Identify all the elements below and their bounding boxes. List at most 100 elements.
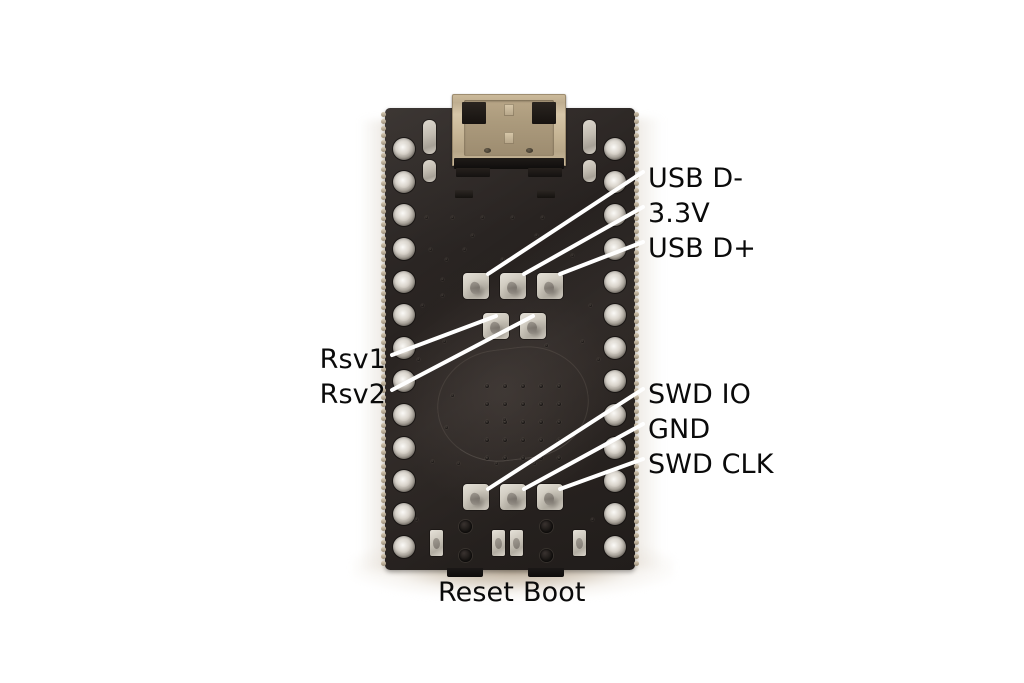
boot-hole-top [540,520,553,533]
label-gnd: GND [648,414,711,445]
header-hole-right-6 [604,304,626,326]
via [503,384,507,388]
header-hole-right-5 [604,270,626,293]
via [533,462,536,465]
via [503,438,507,442]
header-hole-right-2 [604,171,626,194]
via [557,384,561,388]
boot-tab [528,568,564,577]
pad-swd-clk [537,484,563,510]
via [521,402,525,406]
smd-component-right [537,190,555,198]
via [535,234,538,237]
via [571,216,574,219]
via [485,456,489,460]
pad-rsv1 [483,313,509,339]
header-hole-right-10 [604,436,626,459]
usb-base [454,158,564,169]
via [557,420,561,424]
via [545,344,548,347]
header-hole-right-9 [604,403,626,426]
label-swd-io: SWD IO [648,379,752,410]
header-hole-left-12 [393,503,415,526]
via [441,294,444,297]
label-reset: Reset [438,577,514,608]
usb-tab-left [462,102,486,124]
via [539,384,543,388]
via [511,216,514,219]
via [503,456,507,460]
via [557,402,561,406]
via [481,216,484,219]
via [445,426,448,429]
pad-swd-io [463,484,489,510]
via [521,456,525,460]
smd-component-left [455,190,473,198]
header-hole-right-13 [604,536,626,559]
header-hole-right-3 [604,204,626,227]
usb-foot-left [456,168,490,177]
via [539,438,543,442]
usb-pin-left [484,148,491,153]
usb-shield-pad-right-top [583,120,596,154]
label-usb-d-plus: USB D+ [648,233,757,264]
header-hole-left-7 [393,337,415,360]
via [417,358,420,361]
header-hole-right-11 [604,470,626,492]
via [521,384,525,388]
via [589,304,592,307]
header-hole-right-4 [604,237,626,260]
via [485,402,489,406]
header-hole-left-1 [393,138,415,160]
header-hole-left-5 [393,270,415,293]
label-usb-d-minus: USB D- [648,163,744,194]
via [597,358,600,361]
via [539,456,543,460]
bottom-pad-1 [430,530,443,556]
via [539,420,543,424]
via [415,518,418,521]
pcb-board [381,94,639,577]
via [445,258,448,261]
via [421,304,424,307]
via [429,248,432,251]
via [503,418,506,421]
header-hole-left-3 [393,204,415,227]
usb-shield-pad-left-top [423,120,436,154]
via [485,384,489,388]
via [451,216,454,219]
usb-notch-top [504,104,514,116]
usb-foot-right [528,168,562,177]
via [443,340,446,343]
via [485,438,489,442]
reset-hole-bot [459,549,472,562]
via [441,278,444,281]
pad-gnd [500,484,526,510]
via [495,462,498,465]
board-copper-arc [430,339,596,469]
via [457,462,460,465]
header-hole-left-2 [393,171,415,194]
via [539,402,543,406]
via [521,438,525,442]
usb-notch-bottom [504,132,514,144]
pad-rsv2 [520,313,546,339]
usb-shield-pad-left-bot [423,160,436,182]
reset-hole-top [459,520,472,533]
bottom-pad-4 [573,530,586,556]
via [571,460,574,463]
via [501,258,504,261]
reset-tab [447,568,483,577]
via [503,402,507,406]
castellated-edge-left [381,112,386,566]
via [475,344,478,347]
header-hole-left-13 [393,536,415,559]
via [581,426,584,429]
via [485,420,489,424]
header-hole-right-8 [604,370,626,393]
via [521,420,525,424]
via [591,518,594,521]
header-hole-left-8 [393,370,415,393]
usb-shield-pad-right-bot [583,160,596,182]
